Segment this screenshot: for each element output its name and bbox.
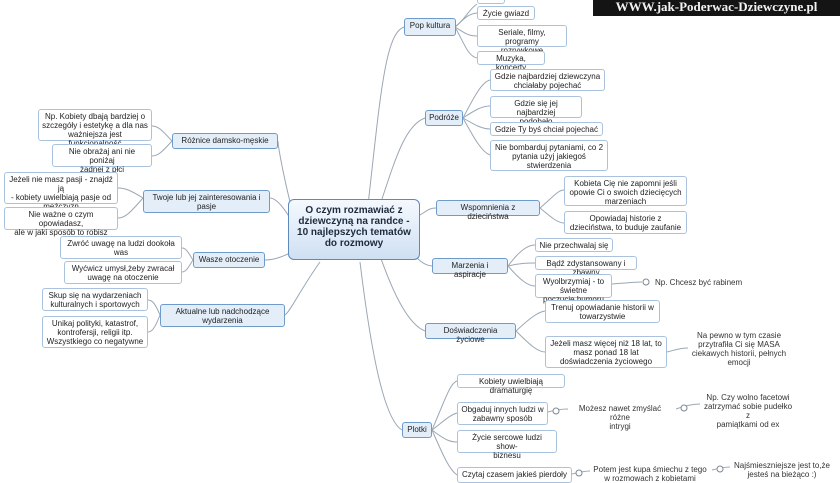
leaf-train-mind[interactable]: Wyćwicz umysł,żeby zwracał uwagę na otoc… (64, 261, 182, 284)
leaf-travel-you[interactable]: Gdzie Ty byś chciał pojechać (490, 122, 603, 136)
leaf-childhood-stories[interactable]: Opowiadaj historie z dzieciństwa, to bud… (564, 211, 687, 234)
leaf-no-bragging[interactable]: Nie przechwalaj się (535, 238, 613, 252)
leaf-drama[interactable]: Kobiety uwielbiają dramaturgię (457, 374, 565, 395)
topic-life-experience[interactable]: Doświadczenia życiowe (425, 323, 516, 344)
leaf-travel-questions[interactable]: Nie bombarduj pytaniami, co 2 pytania uż… (490, 140, 608, 171)
topic-surroundings[interactable]: Wasze otoczenie (193, 252, 265, 268)
topic-pop-culture[interactable]: Pop kultura (404, 18, 456, 36)
leaf-avoid-negative[interactable]: Unikaj polityki, katastrof, kontrofersji… (42, 316, 148, 348)
topic-travel[interactable]: Podróże (425, 110, 463, 126)
leaf-pop-hidden[interactable] (477, 0, 505, 4)
leaf-be-funny[interactable]: Bądź zdystansowany i zbawny (535, 256, 637, 277)
note-rabbi: Np. Chcesz być rabinem (655, 278, 743, 287)
central-topic[interactable]: O czym rozmawiać z dziewczyną na randce … (288, 199, 420, 260)
leaf-notice-people[interactable]: Zwróć uwagę na ludzi dookoła was (60, 236, 182, 259)
leaf-find-passion[interactable]: Jeżeli nie masz pasji - znajdź ją - kobi… (4, 172, 118, 211)
leaf-read-trivia[interactable]: Czytaj czasem jakieś pierdoły (457, 467, 572, 483)
leaf-celebrity-life[interactable]: Życie gwiazd (477, 6, 535, 20)
leaf-women-details[interactable]: Np. Kobiety dbają bardziej o szczegóły i… (38, 109, 152, 148)
leaf-celebrity-love[interactable]: Życie sercowe ludzi show- biznesu (457, 430, 557, 460)
leaf-travel-liked[interactable]: Gdzie się jej najbardziej podobało (490, 96, 582, 126)
note-up-to-date: Najśmieszniejsze jest to,że jesteś na bi… (733, 461, 831, 479)
note-laughs: Potem jest kupa śmiechu z tego w rozmowa… (593, 465, 707, 483)
topic-gossip[interactable]: Plotki (402, 422, 432, 438)
site-watermark-banner: WWW.jak-Poderwac-Dziewczyne.pl (593, 0, 840, 16)
topic-interests[interactable]: Twoje lub jej zainteresowania i pasje (143, 190, 270, 213)
topic-dreams[interactable]: Marzenia i aspiracje (432, 258, 508, 279)
leaf-music-concerts[interactable]: Muzyka, koncerty (477, 51, 545, 72)
leaf-childhood-dreams[interactable]: Kobieta Cię nie zapomni jeśli opowie Ci … (564, 176, 687, 206)
topic-gender-differences[interactable]: Różnice damsko-męskie (172, 133, 278, 149)
note-many-stories: Na pewno w tym czasie przytrafiła Ci się… (691, 331, 787, 367)
leaf-practice-stories[interactable]: Trenuj opowiadanie historii w towarzystw… (545, 300, 660, 323)
leaf-gossip-people[interactable]: Obgaduj innych ludzi w zabawny sposób (457, 402, 548, 425)
leaf-over-18[interactable]: Jeżeli masz więcej niż 18 lat, to masz p… (545, 336, 667, 368)
leaf-no-insults[interactable]: Nie obrażaj ani nie poniżaj żadnej z płc… (52, 144, 152, 174)
topic-current-events[interactable]: Aktualne lub nadchodzące wydarzenia (160, 304, 285, 327)
note-ex-box: Np. Czy wolno facetowi zatrzymać sobie p… (703, 393, 793, 429)
leaf-exaggerate[interactable]: Wyolbrzymiaj - to świetne poczucie humor… (535, 274, 612, 304)
leaf-series-films[interactable]: Seriale, filmy, programy rozrywkowe (477, 25, 567, 55)
leaf-culture-sport[interactable]: Skup się na wydarzeniach kulturalnych i … (42, 288, 148, 311)
note-intrigues: Możesz nawet zmyślać różne intrygi (578, 404, 662, 431)
topic-childhood-memories[interactable]: Wspomnienia z dzieciństwa (436, 200, 540, 221)
leaf-how-you-tell[interactable]: Nie ważne o czym opowiadasz, ale w jaki … (4, 207, 118, 237)
leaf-travel-dream[interactable]: Gdzie najbardziej dziewczyna chciałaby p… (490, 69, 605, 91)
